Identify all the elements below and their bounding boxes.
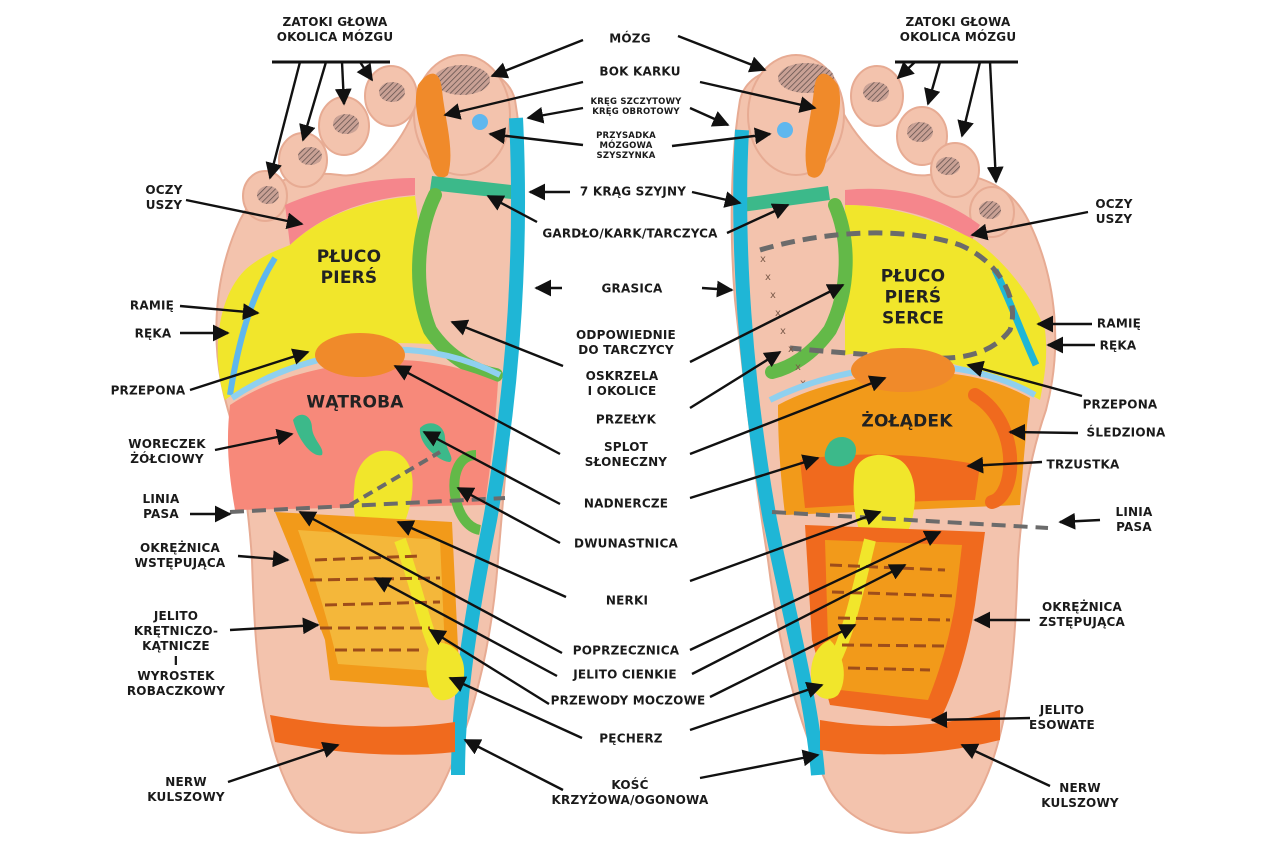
left-pituitary bbox=[472, 114, 488, 130]
right-sinus-5 bbox=[979, 201, 1001, 219]
label-reka-left: RĘKA bbox=[134, 326, 172, 341]
label-nerw-right: NERW KULSZOWY bbox=[1041, 781, 1119, 810]
label-oczy-right: OCZY USZY bbox=[1095, 197, 1133, 226]
left-sinus-5 bbox=[257, 186, 279, 204]
svg-text:x: x bbox=[770, 290, 776, 301]
left-c7-band bbox=[430, 176, 520, 200]
label-woreczek: WORECZEK ŻÓŁCIOWY bbox=[128, 437, 206, 466]
left-spine-line bbox=[451, 117, 526, 776]
label-poprzecznica: POPRZECZNICA bbox=[572, 643, 680, 658]
label-dwunastnica: DWUNASTNICA bbox=[574, 536, 678, 551]
label-przysadka: PRZYSADKA MÓZGOWA SZYSZYNKA bbox=[596, 131, 656, 161]
label-przelyk: PRZEŁYK bbox=[595, 412, 657, 427]
label-przepona-right: PRZEPONA bbox=[1082, 397, 1158, 412]
label-reka-right: RĘKA bbox=[1099, 338, 1137, 353]
label-zatoki-left: ZATOKI GŁOWA OKOLICA MÓZGU bbox=[276, 15, 394, 44]
label-przepona-left: PRZEPONA bbox=[110, 383, 186, 398]
label-oskrzela: OSKRZELA I OKOLICE bbox=[585, 369, 659, 398]
left-sinus-2 bbox=[379, 82, 405, 102]
label-przewody: PRZEWODY MOCZOWE bbox=[550, 693, 706, 708]
label-pecherz: PĘCHERZ bbox=[599, 731, 663, 746]
label-mozg: MÓZG bbox=[609, 31, 651, 46]
left-foot bbox=[215, 54, 526, 834]
svg-text:x: x bbox=[760, 254, 766, 265]
right-foot: xxx xxx xx bbox=[730, 54, 1057, 834]
label-linia-left: LINIA PASA bbox=[142, 492, 180, 521]
label-jelito-esowate: JELITO ESOWATE bbox=[1029, 703, 1095, 732]
left-sinus-big bbox=[434, 65, 490, 95]
right-sciatic-band bbox=[820, 710, 1000, 755]
label-krag7: 7 KRĄG SZYJNY bbox=[579, 184, 687, 199]
right-c7-band bbox=[742, 186, 830, 212]
label-trzustka: TRZUSTKA bbox=[1046, 457, 1120, 472]
left-neck-side bbox=[415, 73, 451, 178]
right-ureter bbox=[829, 538, 876, 663]
label-kosc: KOŚĆ KRZYŻOWA/OGONOWA bbox=[551, 778, 709, 807]
label-sledziona: ŚLEDZIONA bbox=[1086, 425, 1166, 440]
svg-text:x: x bbox=[765, 272, 771, 283]
label-okreznica-zst: OKRĘŻNICA ZSTĘPUJĄCA bbox=[1038, 600, 1126, 629]
right-kidney bbox=[853, 454, 915, 552]
pointer-arrows bbox=[179, 34, 1101, 792]
label-grasica: GRASICA bbox=[601, 281, 663, 296]
right-shoulder-line bbox=[991, 268, 1040, 367]
right-eyes-zone bbox=[845, 188, 980, 240]
svg-text:x: x bbox=[795, 362, 801, 373]
left-liver-zone bbox=[227, 360, 498, 510]
right-thyroid-band bbox=[765, 198, 853, 379]
label-jelito-cienkie: JELITO CIENKIE bbox=[573, 667, 677, 682]
label-nadnercze: NADNERCZE bbox=[583, 496, 669, 511]
label-oczy-left: OCZY USZY bbox=[145, 183, 183, 212]
svg-text:x: x bbox=[775, 308, 781, 319]
left-thyroid-band bbox=[412, 188, 503, 382]
right-waist-line bbox=[771, 510, 1049, 530]
label-odpowiednie: ODPOWIEDNIE DO TARCZYCY bbox=[576, 328, 676, 357]
left-sinus-3 bbox=[333, 114, 359, 134]
label-ramie-left: RAMIĘ bbox=[129, 298, 175, 313]
label-linia-right: LINIA PASA bbox=[1115, 505, 1153, 534]
label-nerw-left: NERW KULSZOWY bbox=[147, 775, 225, 804]
label-splot: SPLOT SŁONECZNY bbox=[584, 440, 668, 469]
left-lung-zone bbox=[217, 196, 440, 400]
left-duodenum bbox=[449, 450, 482, 535]
left-solar-plexus bbox=[315, 333, 405, 377]
left-sciatic-band bbox=[270, 715, 455, 755]
right-sinus-4 bbox=[936, 157, 960, 175]
label-gardlo: GARDŁO/KARK/TARCZYCA bbox=[542, 226, 718, 241]
left-gallbladder bbox=[293, 414, 323, 456]
left-sinus-4 bbox=[298, 147, 322, 165]
left-waist-diag bbox=[348, 450, 442, 507]
svg-text:x: x bbox=[780, 326, 786, 337]
zone-zoladek: ŻOŁĄDEK bbox=[861, 411, 953, 432]
right-spleen bbox=[968, 388, 1018, 509]
zone-pluco-right: PŁUCO PIERŚ SERCE bbox=[880, 266, 946, 329]
label-kreg: KRĘG SZCZYTOWY KRĘG OBROTOWY bbox=[590, 97, 682, 117]
label-jelito-kretnicze: JELITO KRĘTNICZO- KĄTNICZE I WYROSTEK RO… bbox=[126, 609, 226, 698]
zone-watroba: WĄTROBA bbox=[306, 392, 404, 413]
right-sinus-3 bbox=[907, 122, 933, 142]
svg-text:x: x bbox=[788, 344, 794, 355]
right-pituitary bbox=[777, 122, 793, 138]
label-zatoki-right: ZATOKI GŁOWA OKOLICA MÓZGU bbox=[899, 15, 1017, 44]
label-bok-karku: BOK KARKU bbox=[599, 64, 681, 79]
right-sinus-2 bbox=[863, 82, 889, 102]
right-adrenal bbox=[824, 436, 856, 467]
label-nerki: NERKI bbox=[605, 593, 649, 608]
label-okreznica-wst: OKRĘŻNICA WSTĘPUJĄCA bbox=[134, 541, 226, 570]
left-eyes-zone bbox=[285, 178, 415, 245]
label-ramie-right: RAMIĘ bbox=[1096, 316, 1142, 331]
zone-pluco-left: PŁUCO PIERŚ bbox=[316, 247, 382, 288]
